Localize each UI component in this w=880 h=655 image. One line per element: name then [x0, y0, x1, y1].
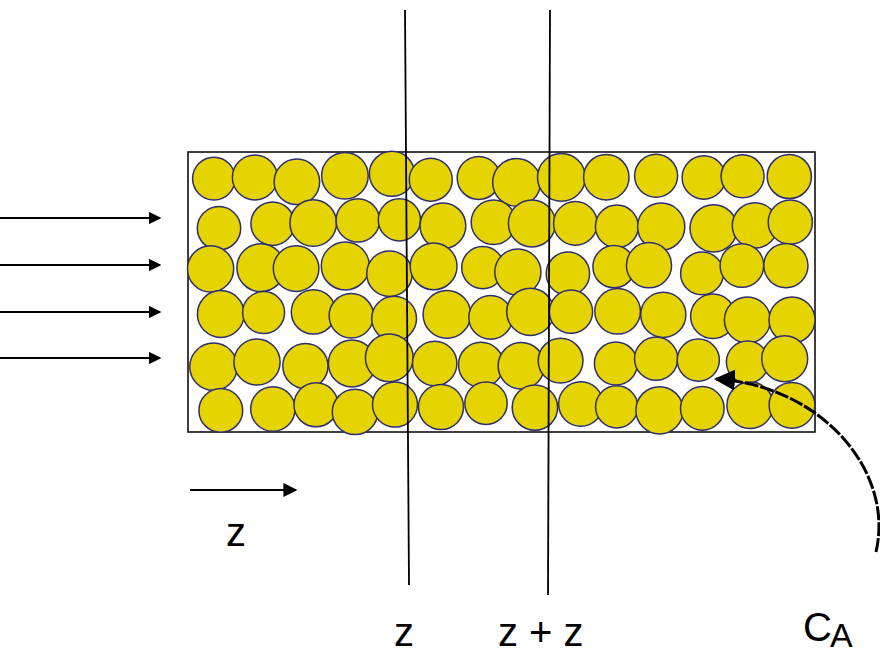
particle [234, 339, 280, 385]
particle [251, 387, 295, 431]
particle [681, 387, 725, 431]
particle [549, 290, 592, 333]
particle [332, 389, 377, 434]
particle [243, 292, 285, 334]
particle [626, 243, 671, 288]
particle [769, 382, 815, 428]
leader-arrow [716, 379, 879, 552]
particle [419, 385, 464, 430]
particle [584, 155, 629, 200]
particle [373, 382, 418, 427]
particle [274, 159, 320, 205]
particle [190, 343, 237, 390]
particle [197, 207, 240, 250]
particle [538, 338, 583, 383]
particle [413, 341, 457, 385]
particle [459, 342, 504, 387]
particle [367, 251, 413, 297]
particle [512, 385, 557, 430]
particle [681, 252, 724, 295]
particle [724, 297, 770, 343]
particles [188, 151, 816, 434]
particle [554, 202, 598, 246]
particle [469, 296, 513, 340]
particle [409, 158, 452, 201]
particle [294, 383, 338, 427]
particle [720, 244, 764, 288]
particle [677, 339, 719, 381]
particle [641, 292, 686, 337]
particle [283, 344, 328, 389]
position-label: z + z [498, 612, 584, 652]
particle [762, 336, 808, 382]
particle [767, 154, 811, 198]
particle [635, 154, 678, 197]
particle [507, 288, 554, 335]
particle [197, 291, 244, 338]
particle [369, 151, 414, 196]
section-line [405, 10, 409, 585]
particle [365, 334, 413, 382]
particle [465, 382, 507, 424]
particle [768, 200, 812, 244]
bed-outline [188, 152, 815, 432]
particle [420, 203, 466, 249]
particle [721, 155, 764, 198]
particle [410, 243, 457, 290]
particle [251, 202, 294, 245]
particle [232, 155, 277, 200]
particle [199, 389, 243, 433]
concentration-label: C [803, 607, 832, 647]
particle [690, 205, 737, 252]
flow-arrows [0, 218, 160, 358]
particle [596, 386, 638, 428]
particle [546, 252, 589, 295]
subscript-label: A [830, 618, 853, 652]
particle [498, 343, 544, 389]
z-direction-arrow [190, 489, 296, 491]
particle [273, 246, 319, 292]
axis-label: z [226, 512, 246, 552]
particle [336, 199, 379, 242]
section-line [548, 10, 550, 595]
particle [595, 205, 638, 248]
particle [329, 294, 373, 338]
particle [322, 153, 369, 200]
particle [423, 291, 471, 339]
particle [321, 242, 369, 290]
particle [636, 387, 683, 434]
position-label: z [394, 612, 414, 652]
particle [378, 199, 420, 241]
particle [635, 337, 678, 380]
particle [764, 244, 808, 288]
particle [193, 157, 236, 200]
particle [188, 246, 234, 292]
particle [290, 200, 337, 247]
particle [538, 154, 586, 202]
particle [595, 289, 641, 335]
particle [594, 342, 637, 385]
particle [682, 156, 725, 199]
particle [493, 159, 541, 207]
